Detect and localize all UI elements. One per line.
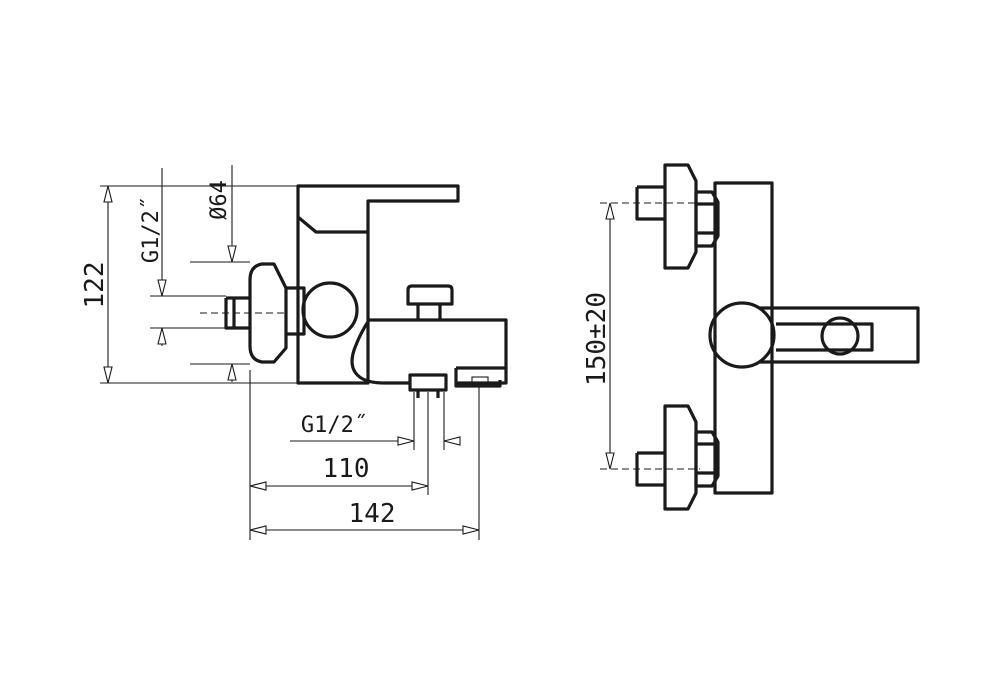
mixer-body [296,217,370,385]
lever-handle [296,184,460,234]
lower-flange [663,404,698,511]
mixer-body-front [713,181,774,495]
dim-arrow-handle-top [227,245,237,263]
aerator [471,376,489,384]
upper-nut [694,190,720,248]
dim-arrow-spacing-top [605,202,615,220]
dim-arrow-outlet-thread-left [397,436,415,446]
diverter-stem [776,322,874,352]
upper-connector [635,185,665,221]
eccentric-nut [286,286,306,336]
dim-outlet-offset-label: 110 [323,454,370,484]
dim-arrow-142-left [249,525,267,535]
front-view: 150±20 [582,163,920,511]
cartridge-cap [301,281,359,339]
dim-overall-height-label: 122 [80,262,110,309]
dim-overall-depth-label: 142 [349,499,396,529]
spout-front [760,306,920,364]
diverter-knob-front [820,316,860,356]
lower-nut [694,430,720,488]
cartridge-cap-front [708,301,776,369]
diverter-knob [406,284,454,320]
dim-arrow-handle-bottom [227,363,237,381]
dim-arrow-110-left [249,481,267,491]
dim-arrow-inlet-thread-top [157,279,167,297]
outlet-nut [408,373,448,398]
lower-connector [635,451,665,487]
dim-arrow-110-right [411,481,429,491]
dim-arrow-spacing-bottom [605,452,615,470]
dim-inlet-thread-label: G1/2˝ [139,197,164,263]
dim-arrow-height-top [103,185,113,203]
dim-inlet-spacing-label: 150±20 [582,292,612,386]
dim-arrow-inlet-thread-bottom [157,327,167,345]
upper-flange [663,163,698,270]
spout-outlet [454,366,506,388]
dim-outlet-thread-label: G1/2˝ [301,413,367,438]
dim-handle-diameter-label: Ø64 [207,180,232,220]
dim-arrow-height-bottom [103,366,113,384]
dim-arrow-142-right [462,525,480,535]
wall-flange [248,262,288,364]
side-view: 122 G1/2˝ Ø64 G1/2˝ 110 142 [80,165,508,540]
dim-arrow-outlet-thread-right [443,436,461,446]
